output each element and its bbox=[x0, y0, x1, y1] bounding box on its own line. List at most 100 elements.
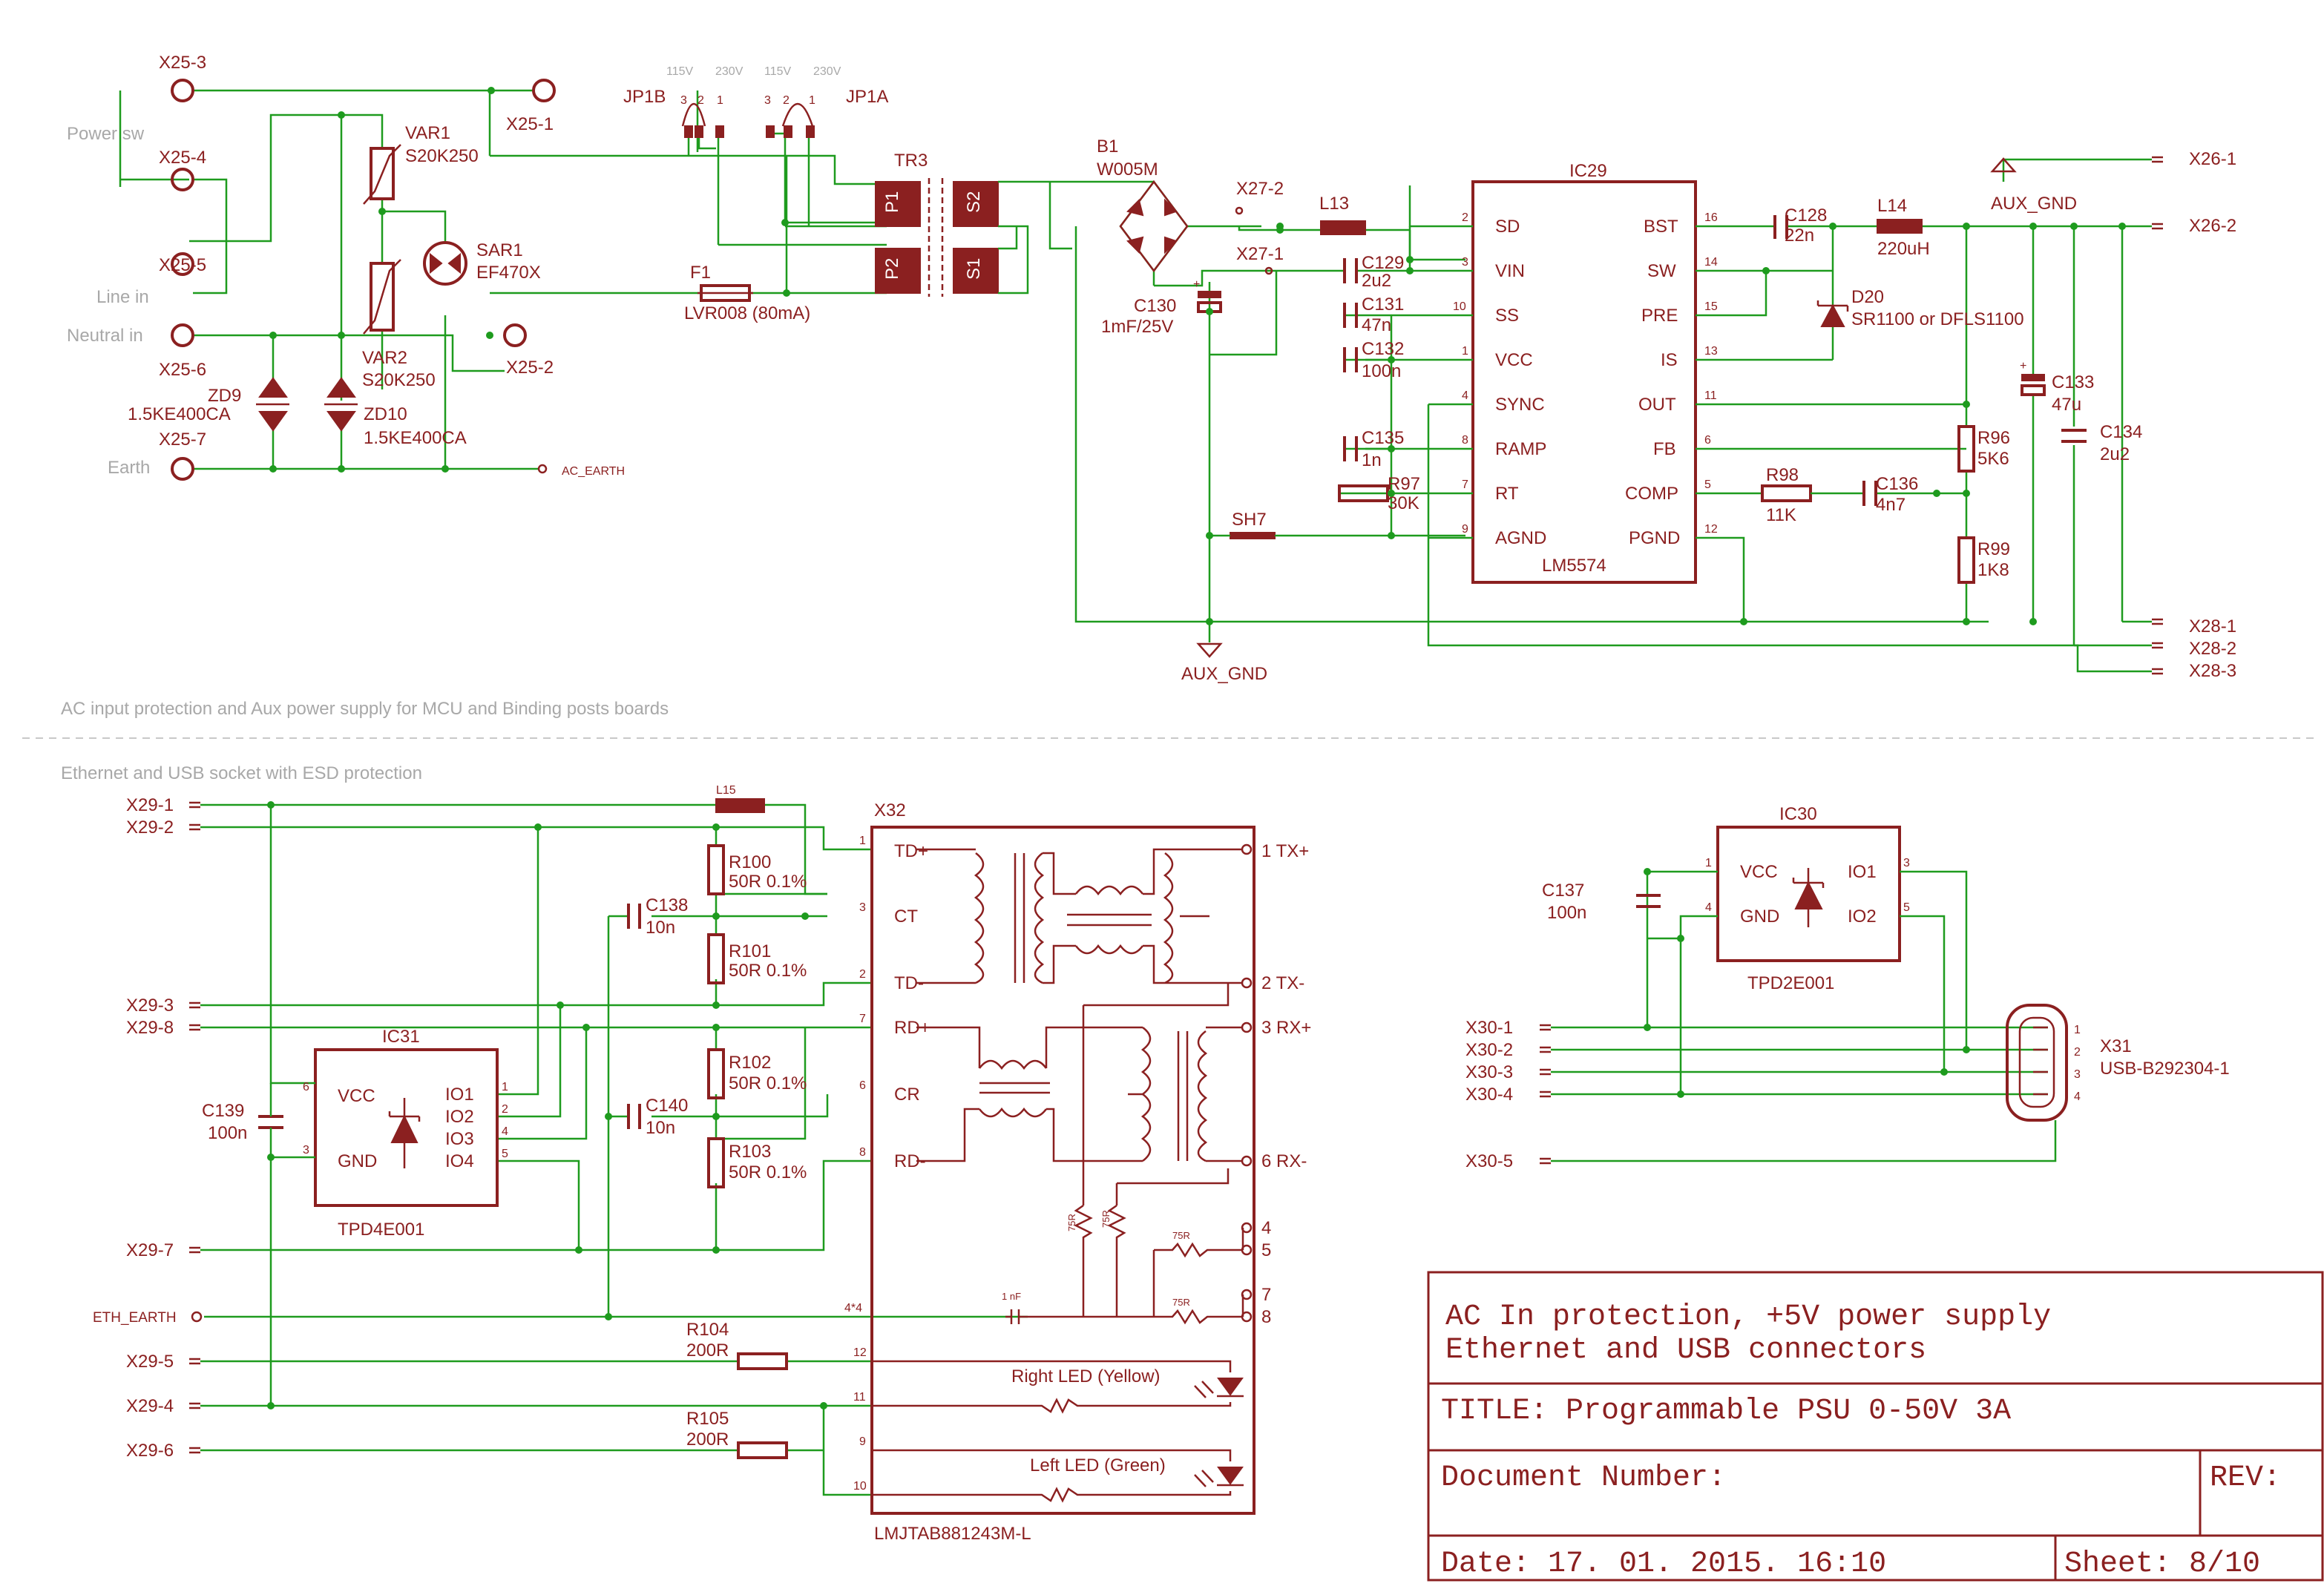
aux-gnd-bottom-label: AUX_GND bbox=[1181, 664, 1267, 684]
r104-label: R104 bbox=[686, 1320, 729, 1340]
tr3-s2: S2 bbox=[964, 191, 984, 213]
r75-d-label: 75R bbox=[1172, 1297, 1190, 1308]
x32-out-4: 4 bbox=[1261, 1218, 1271, 1238]
x32-num-3: 3 bbox=[859, 901, 866, 914]
ic30-pin-gnd: GND bbox=[1740, 907, 1779, 927]
f1-value: LVR008 (80mA) bbox=[684, 303, 810, 323]
section2-caption: Ethernet and USB socket with ESD protect… bbox=[61, 763, 422, 783]
jp1b-pin1: 1 bbox=[717, 94, 723, 107]
x29-5-label: X29-5 bbox=[126, 1352, 174, 1372]
r99-symbol bbox=[1957, 536, 1975, 584]
l14-value: 220uH bbox=[1877, 239, 1930, 259]
x25-1-label: X25-1 bbox=[506, 114, 554, 134]
x26-2-label: X26-2 bbox=[2189, 216, 2236, 236]
ic31-pin-gnd: GND bbox=[338, 1151, 377, 1171]
x25-4-label: X25-4 bbox=[159, 148, 206, 168]
date: Date: 17. 01. 2015. 16:10 bbox=[1441, 1547, 1886, 1581]
b1-symbol bbox=[1126, 198, 1178, 254]
x25-7-label: X25-7 bbox=[159, 430, 206, 450]
x25-3-label: X25-3 bbox=[159, 53, 206, 73]
ic29-num-8: 8 bbox=[1462, 434, 1468, 447]
ic29-pin-comp: COMP bbox=[1625, 484, 1678, 504]
x27-2-label: X27-2 bbox=[1236, 179, 1284, 199]
zd10-label: ZD10 bbox=[364, 404, 407, 424]
l15-symbol bbox=[715, 798, 765, 813]
f1-label: F1 bbox=[690, 263, 711, 283]
ic29-pin-sw: SW bbox=[1647, 261, 1676, 281]
ic29-pin-sd: SD bbox=[1495, 217, 1520, 237]
ic29-num-11: 11 bbox=[1704, 389, 1717, 402]
c135-value: 1n bbox=[1362, 450, 1382, 470]
ac-input-block: X25-3 X25-4 X25-5 X25-6 X25-7 X25-1 X25-… bbox=[67, 53, 625, 481]
x28-1-label: X28-1 bbox=[2189, 616, 2236, 636]
var1-symbol bbox=[370, 147, 395, 200]
l14-symbol bbox=[1877, 219, 1923, 234]
tr3-s1: S1 bbox=[964, 258, 984, 280]
x32-body bbox=[870, 826, 1255, 1515]
section1-caption: AC input protection and Aux power supply… bbox=[61, 699, 669, 719]
zd9-value: 1.5KE400CA bbox=[128, 404, 231, 424]
r98-symbol bbox=[1761, 484, 1812, 502]
b1-label: B1 bbox=[1097, 136, 1118, 157]
zd10-value: 1.5KE400CA bbox=[364, 428, 467, 448]
r103-label: R103 bbox=[729, 1142, 771, 1162]
x32-out-7: 7 bbox=[1261, 1285, 1271, 1305]
ic29-num-9: 9 bbox=[1462, 523, 1468, 536]
sar1-value: EF470X bbox=[476, 263, 541, 283]
r98-value: 11K bbox=[1766, 505, 1796, 525]
ic29-num-10: 10 bbox=[1453, 300, 1466, 313]
ic29-pin-bst: BST bbox=[1644, 217, 1678, 237]
var1-value: S20K250 bbox=[405, 146, 479, 166]
c-1nf-label: 1 nF bbox=[1002, 1291, 1021, 1302]
l14-label: L14 bbox=[1877, 196, 1907, 216]
ic29-num-4: 4 bbox=[1462, 389, 1468, 402]
usb-block: IC30 TPD2E001 VCC GND IO1 IO2 1 4 3 5 C1… bbox=[1465, 804, 2230, 1171]
ic29-pin-rt: RT bbox=[1495, 484, 1519, 504]
x32-pin-tdp: TD+ bbox=[894, 841, 928, 861]
x32-pin-cr: CR bbox=[894, 1085, 920, 1105]
ic30-label: IC30 bbox=[1779, 804, 1817, 824]
title-text: TITLE: Programmable PSU 0-50V 3A bbox=[1441, 1395, 2011, 1428]
r102-label: R102 bbox=[729, 1053, 771, 1073]
power-sw-label: Power sw bbox=[67, 124, 145, 144]
ic29-label: IC29 bbox=[1569, 161, 1607, 181]
x30-5-label: X30-5 bbox=[1465, 1151, 1513, 1171]
left-led-symbol bbox=[1217, 1467, 1244, 1485]
c134-label: C134 bbox=[2100, 422, 2142, 442]
ic29-num-14: 14 bbox=[1704, 256, 1718, 269]
c139-value: 100n bbox=[208, 1123, 247, 1143]
ic29-num-2: 2 bbox=[1462, 211, 1468, 224]
x30-3-label: X30-3 bbox=[1465, 1062, 1513, 1082]
jp1a-pin3: 3 bbox=[764, 94, 771, 107]
r103-value: 50R 0.1% bbox=[729, 1162, 807, 1182]
ic30-pin-io2: IO2 bbox=[1848, 907, 1877, 927]
d20-label: D20 bbox=[1851, 287, 1884, 307]
jumper-fuse-transformer: 115V 230V 115V 230V 3 2 1 3 2 1 JP1B JP1… bbox=[488, 65, 1072, 323]
bridge-and-input-filter: B1 W005M X27-2 X27-1 + C130 1mF/25V L13 … bbox=[1050, 136, 1989, 684]
x30-2-label: X30-2 bbox=[1465, 1040, 1513, 1060]
ic29-num-13: 13 bbox=[1704, 345, 1718, 358]
x29-7-label: X29-7 bbox=[126, 1240, 174, 1260]
d20-value: SR1100 or DFLS1100 bbox=[1851, 309, 2024, 329]
x32-num-10: 10 bbox=[853, 1480, 867, 1493]
sar1-label: SAR1 bbox=[476, 240, 523, 260]
c139-label: C139 bbox=[202, 1101, 244, 1121]
c135-label: C135 bbox=[1362, 428, 1404, 448]
sheet-number: Sheet: 8/10 bbox=[2064, 1547, 2260, 1581]
x25-6-label: X25-6 bbox=[159, 360, 206, 380]
x30-4-label: X30-4 bbox=[1465, 1085, 1513, 1105]
x32-num-4x4: 4*4 bbox=[844, 1302, 862, 1315]
l13-label: L13 bbox=[1319, 194, 1349, 214]
var1-label: VAR1 bbox=[405, 123, 450, 143]
c131-value: 47n bbox=[1362, 315, 1391, 335]
ethernet-left-wires: X29-1 X29-2 X29-3 X29-8 X29-7 ETH_EARTH … bbox=[93, 784, 1028, 1496]
c128-label: C128 bbox=[1785, 205, 1827, 226]
x26-1-label: X26-1 bbox=[2189, 149, 2236, 169]
r101-label: R101 bbox=[729, 941, 771, 961]
r96-label: R96 bbox=[1977, 428, 2010, 448]
x30-1-label: X30-1 bbox=[1465, 1018, 1513, 1038]
ic29-pin-is: IS bbox=[1661, 350, 1678, 370]
title-line1: AC In protection, +5V power supply bbox=[1445, 1300, 2051, 1334]
x32-num-7: 7 bbox=[859, 1013, 866, 1025]
x32-pin-ct: CT bbox=[894, 907, 918, 927]
